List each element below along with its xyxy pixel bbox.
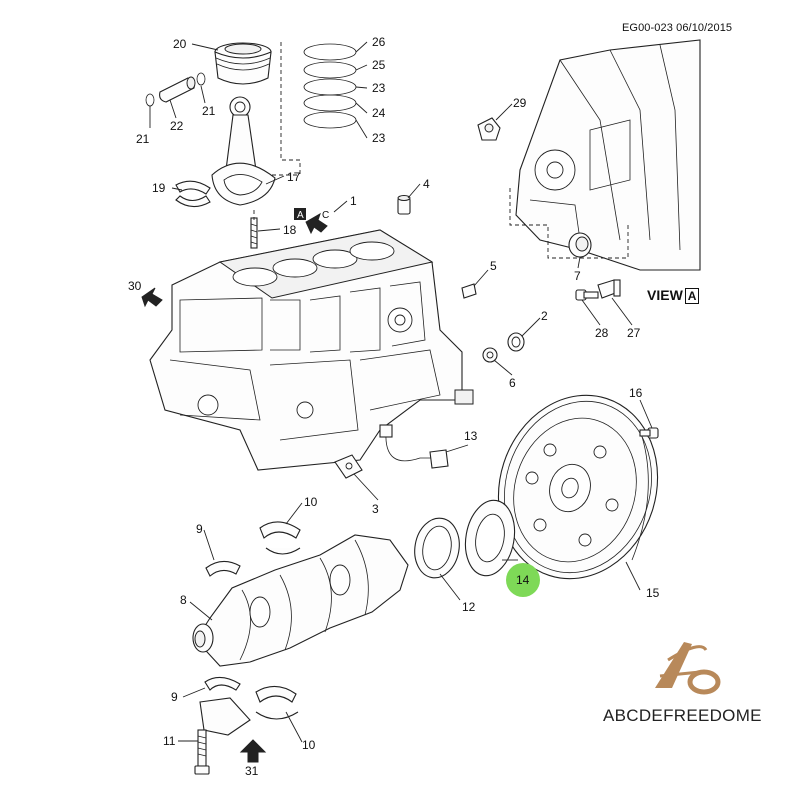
engine-block — [149, 229, 474, 471]
callout-10: 10 — [304, 495, 318, 509]
callout-29: 29 — [513, 96, 527, 110]
main-bearing-lower-10 — [255, 685, 299, 720]
callout-24: 24 — [372, 106, 386, 120]
callout-23b: 23 — [372, 131, 386, 145]
callout-23: 23 — [372, 81, 386, 95]
arrow-view-31 — [239, 739, 267, 763]
rear-main-seal — [414, 517, 460, 579]
callout-11: 11 — [163, 734, 176, 748]
dowel-pin — [397, 195, 411, 215]
gallery-plug — [568, 232, 592, 258]
callout-26: 26 — [372, 35, 386, 49]
brand-logo — [655, 642, 721, 695]
callout-9b: 9 — [171, 690, 178, 704]
flywheel-bolt — [639, 427, 659, 439]
piston-pin — [159, 76, 196, 103]
callout-18: 18 — [283, 223, 297, 237]
a-marker-letter: A — [297, 210, 304, 221]
callout-1: 1 — [350, 194, 357, 208]
callout-6: 6 — [509, 376, 516, 390]
callout-10b: 10 — [302, 738, 316, 752]
rod-bolt — [250, 217, 258, 249]
callout-16: 16 — [629, 386, 643, 400]
main-bearing-upper-10 — [259, 521, 301, 555]
piston — [214, 42, 272, 85]
main-bearing-upper-9 — [205, 560, 241, 577]
connecting-rod — [211, 96, 276, 206]
plug — [461, 283, 477, 299]
callout-2: 2 — [541, 309, 548, 323]
callout-12: 12 — [462, 600, 476, 614]
callout-19: 19 — [152, 181, 166, 195]
callout-numbers: 20 26 25 23 24 23 21 22 21 19 17 18 1 4 … — [128, 35, 660, 778]
callout-13: 13 — [464, 429, 478, 443]
callout-28: 28 — [595, 326, 609, 340]
arrow-view-30 — [141, 287, 163, 308]
flywheel — [497, 394, 659, 580]
view-label-text: VIEW — [647, 287, 683, 303]
main-bearing-lower-9 — [204, 676, 241, 691]
view-label-letter: A — [684, 288, 700, 304]
sensor-27 — [597, 279, 621, 299]
main-cap-bolt — [194, 729, 210, 775]
view-a-block — [515, 39, 701, 271]
callout-30: 30 — [128, 279, 142, 293]
leader-lines — [149, 41, 653, 743]
c-marker-letter: C — [322, 210, 329, 221]
brand-text: ABCDEFREEDOME — [603, 706, 762, 725]
rod-bearing-shells — [175, 180, 211, 208]
callout-3: 3 — [372, 502, 379, 516]
a-marker-box: A — [294, 208, 306, 221]
crank-sensor — [379, 424, 449, 469]
piston-rings — [303, 43, 357, 129]
callout-22: 22 — [170, 119, 184, 133]
pin-clip-right — [196, 72, 206, 86]
callout-31: 31 — [245, 764, 259, 778]
callout-9: 9 — [196, 522, 203, 536]
callout-15: 15 — [646, 586, 660, 600]
callout-14-highlight: 14 — [516, 573, 530, 587]
reluctor-ring — [464, 499, 516, 577]
arrow-view-a — [305, 212, 328, 235]
knock-sensor — [334, 454, 363, 479]
callout-17: 17 — [287, 170, 301, 184]
crankshaft — [192, 534, 409, 667]
pin-clip-left — [145, 93, 155, 107]
bearing-cap — [199, 697, 251, 736]
seal-2 — [507, 332, 525, 352]
seal-6 — [482, 347, 498, 363]
callout-20: 20 — [173, 37, 187, 51]
callout-25: 25 — [372, 58, 386, 72]
callout-5: 5 — [490, 259, 497, 273]
bolt-28 — [575, 289, 599, 301]
cap-29 — [477, 117, 501, 141]
highlight-circle-14 — [506, 563, 540, 597]
callout-4: 4 — [423, 177, 430, 191]
callout-7: 7 — [574, 269, 581, 283]
callout-8: 8 — [180, 593, 187, 607]
callout-21b: 21 — [202, 104, 216, 118]
document-code: EG00-023 06/10/2015 — [622, 22, 733, 34]
callout-27: 27 — [627, 326, 641, 340]
callout-21: 21 — [136, 132, 150, 146]
